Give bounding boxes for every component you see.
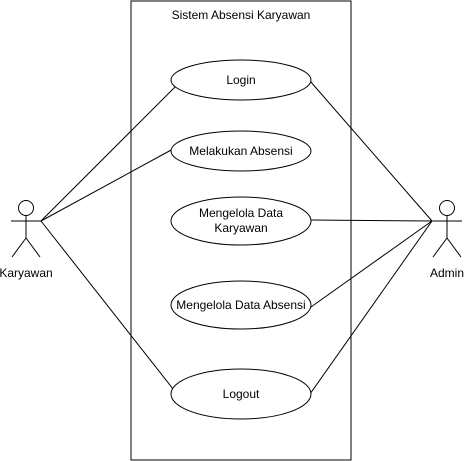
- use-case-melakukan-absensi-shape: [170, 130, 312, 172]
- association-karyawan-logout: [40, 220, 178, 395]
- use-case-mengelola-data-karyawan-label-line2: Karyawan: [214, 221, 267, 235]
- use-case-mengelola-data-absensi-label: Mengelola Data Absensi: [176, 298, 305, 312]
- actor-admin-head-icon: [439, 200, 455, 216]
- association-admin-mengelola-data-absensi: [310, 220, 433, 308]
- system-title: Sistem Absensi Karyawan: [172, 8, 311, 22]
- actor-karyawan-label: Karyawan: [0, 266, 53, 280]
- use-case-mengelola-data-karyawan[interactable]: Mengelola Data Karyawan: [170, 196, 312, 246]
- use-case-mengelola-data-karyawan-shape: [170, 196, 312, 246]
- system-boundary: [130, 0, 352, 461]
- actor-karyawan[interactable]: Karyawan: [0, 200, 53, 281]
- actor-karyawan-right-leg: [25, 237, 41, 258]
- association-karyawan-login: [40, 80, 182, 222]
- use-case-mengelola-data-absensi-shape: [170, 280, 312, 330]
- use-case-melakukan-absensi[interactable]: Melakukan Absensi: [170, 130, 312, 172]
- use-case-mengelola-data-karyawan-label-line1: Mengelola Data: [199, 206, 283, 220]
- use-case-melakukan-absensi-label: Melakukan Absensi: [189, 144, 292, 158]
- association-karyawan-melakukan-absensi: [40, 148, 174, 222]
- use-case-login-shape: [170, 59, 312, 101]
- use-case-logout-shape: [170, 368, 312, 420]
- actor-admin-left-leg: [432, 237, 448, 258]
- actor-admin-right-leg: [446, 237, 462, 258]
- use-case-login-label: Login: [226, 73, 255, 87]
- association-admin-login: [309, 80, 433, 222]
- association-admin-logout: [309, 220, 433, 395]
- association-admin-mengelola-data-karyawan: [310, 219, 433, 222]
- use-case-mengelola-data-absensi[interactable]: Mengelola Data Absensi: [170, 280, 312, 330]
- use-case-logout-label: Logout: [223, 387, 260, 401]
- actor-admin-label: Admin: [430, 266, 464, 280]
- actor-karyawan-left-leg: [11, 237, 27, 258]
- use-case-logout[interactable]: Logout: [170, 368, 312, 420]
- actor-admin[interactable]: Admin: [430, 200, 464, 281]
- actor-karyawan-head-icon: [18, 200, 34, 216]
- use-case-login[interactable]: Login: [170, 59, 312, 101]
